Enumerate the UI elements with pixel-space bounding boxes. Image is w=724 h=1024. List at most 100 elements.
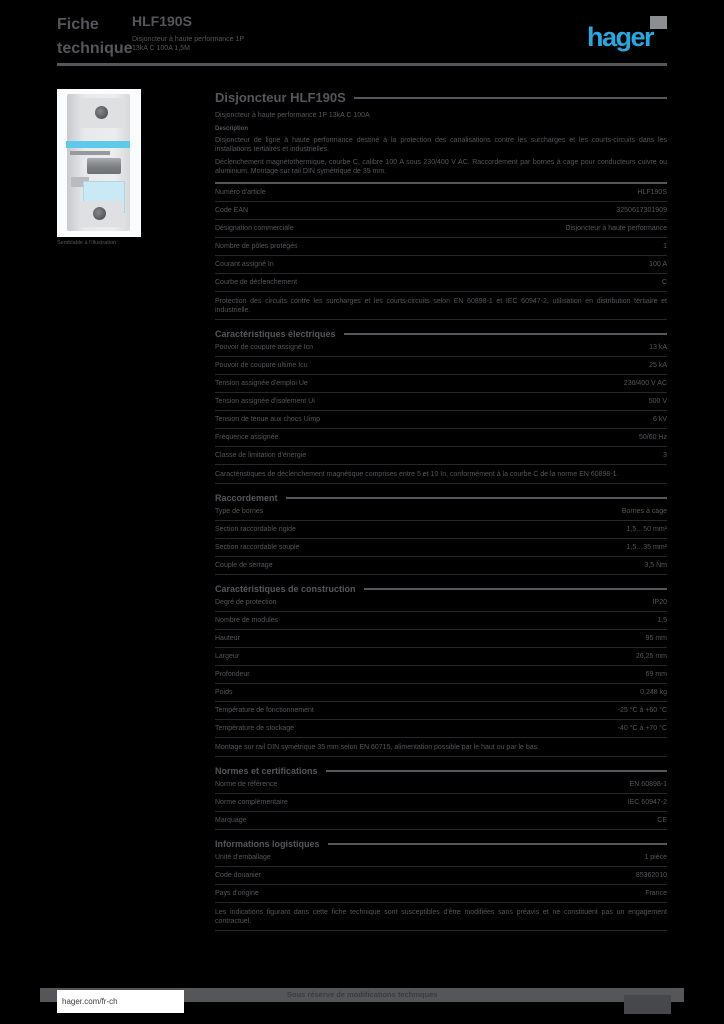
breaker-top-screw xyxy=(95,106,108,119)
spec-value: 0,248 kg xyxy=(640,689,667,696)
breaker-marking xyxy=(70,151,110,155)
spec-value: 13 kA xyxy=(649,344,667,351)
photo-caption: Semblable à l'illustration xyxy=(57,240,117,246)
spec-label: Courbe de déclenchement xyxy=(215,279,298,286)
footer-page-block xyxy=(624,995,671,1014)
section-heading-label: Normes et certifications xyxy=(215,766,318,776)
hager-logo: hager xyxy=(587,22,655,52)
spec-label: Norme de référence xyxy=(215,781,278,788)
spec-row: Température de fonctionnement -25 °C à +6… xyxy=(215,702,667,720)
spec-label: Section raccordable rigide xyxy=(215,526,296,533)
spec-value: 85362010 xyxy=(635,872,667,879)
spec-value: IEC 60947-2 xyxy=(627,799,667,806)
spec-value: 6 kV xyxy=(652,416,667,423)
footer-notice: Sous réserve de modifications techniques xyxy=(287,990,438,999)
spec-label: Code douanier xyxy=(215,872,261,879)
spec-label: Courant assigné In xyxy=(215,261,274,268)
spec-label: Couple de serrage xyxy=(215,562,273,569)
spec-value: 1,5…35 mm² xyxy=(626,544,667,551)
spec-value: 500 V xyxy=(648,398,667,405)
spec-label: Nombre de modules xyxy=(215,617,279,624)
spec-row: Fréquence assignée 50/60 Hz xyxy=(215,429,667,447)
main-title-row: Disjoncteur HLF190S xyxy=(215,90,667,105)
section-heading-rule xyxy=(285,497,667,499)
spec-label: Température de fonctionnement xyxy=(215,707,314,714)
spec-row: Norme de référence EN 60898-1 xyxy=(215,776,667,794)
title-rule xyxy=(353,96,667,99)
spec-label: Fréquence assignée xyxy=(215,434,279,441)
spec-row: Code EAN 3250617301909 xyxy=(215,202,667,220)
spec-value: 1 xyxy=(663,243,667,250)
section-heading: Raccordement xyxy=(215,493,667,503)
spec-value: 1 pièce xyxy=(644,854,667,861)
spec-value: -40 °C à +70 °C xyxy=(617,725,667,732)
main-title: Disjoncteur HLF190S xyxy=(215,90,346,105)
breaker-toggle xyxy=(87,158,121,174)
spec-value: Disjoncteur à haute performance xyxy=(565,225,667,232)
spec-label: Tension assignée d'isolement Ui xyxy=(215,398,315,405)
spec-label: Tension assignée d'emploi Ue xyxy=(215,380,308,387)
spec-value: EN 60898-1 xyxy=(629,781,667,788)
spec-note: Montage sur rail DIN symétrique 35 mm se… xyxy=(215,738,667,757)
section-heading-rule xyxy=(325,770,667,772)
description-paragraph: Déclenchement magnétothermique, courbe C… xyxy=(215,159,667,175)
description-label: Description xyxy=(215,126,249,132)
product-reference: HLF190S xyxy=(132,13,192,29)
section-heading: Caractéristiques de construction xyxy=(215,584,667,594)
spec-label: Tension de tenue aux chocs Uimp xyxy=(215,416,321,423)
spec-row: Courbe de déclenchement C xyxy=(215,274,667,292)
spec-row: Unité d'emballage 1 pièce xyxy=(215,849,667,867)
spec-label: Marquage xyxy=(215,817,247,824)
spec-value: -25 °C à +60 °C xyxy=(617,707,667,714)
section-heading: Informations logistiques xyxy=(215,839,667,849)
spec-label: Numéro d'article xyxy=(215,189,266,196)
section-heading-rule xyxy=(363,588,667,590)
main-column: Disjoncteur HLF190S Disjoncteur à haute … xyxy=(215,90,667,931)
footer-bar xyxy=(40,988,684,1002)
footer-website-link[interactable]: hager.com/fr-ch xyxy=(57,990,184,1013)
spec-row: Nombre de pôles protégés 1 xyxy=(215,238,667,256)
spec-value: 1,5 xyxy=(657,617,667,624)
section-heading-label: Raccordement xyxy=(215,493,278,503)
spec-value: 3250617301909 xyxy=(616,207,667,214)
description-paragraph: Disjoncteur de ligne à haute performance… xyxy=(215,137,667,153)
spec-row: Pouvoir de coupure ultime Icu 25 kA xyxy=(215,357,667,375)
spec-label: Code EAN xyxy=(215,207,249,214)
spec-value: 50/60 Hz xyxy=(638,434,667,441)
spec-value: 26,25 mm xyxy=(635,653,667,660)
spec-label: Section raccordable souple xyxy=(215,544,300,551)
section-heading-rule xyxy=(343,333,667,335)
spec-value: Bornes à cage xyxy=(621,508,667,515)
header-divider xyxy=(57,63,667,66)
spec-note: Les indications figurant dans cette fich… xyxy=(215,903,667,931)
section-heading-label: Caractéristiques de construction xyxy=(215,584,356,594)
spec-row: Section raccordable souple 1,5…35 mm² xyxy=(215,539,667,557)
spec-label: Pouvoir de coupure ultime Icu xyxy=(215,362,308,369)
spec-label: Nombre de pôles protégés xyxy=(215,243,298,250)
spec-value: 95 mm xyxy=(645,635,667,642)
spec-value: 25 kA xyxy=(649,362,667,369)
spec-row: Nombre de modules 1,5 xyxy=(215,612,667,630)
breaker-bottom-screw xyxy=(93,207,106,220)
spec-value: C xyxy=(661,279,667,286)
spec-value: France xyxy=(645,890,667,897)
spec-label: Unité d'emballage xyxy=(215,854,271,861)
section-heading-rule xyxy=(327,843,667,845)
spec-note: Protection des circuits contre les surch… xyxy=(215,292,667,320)
